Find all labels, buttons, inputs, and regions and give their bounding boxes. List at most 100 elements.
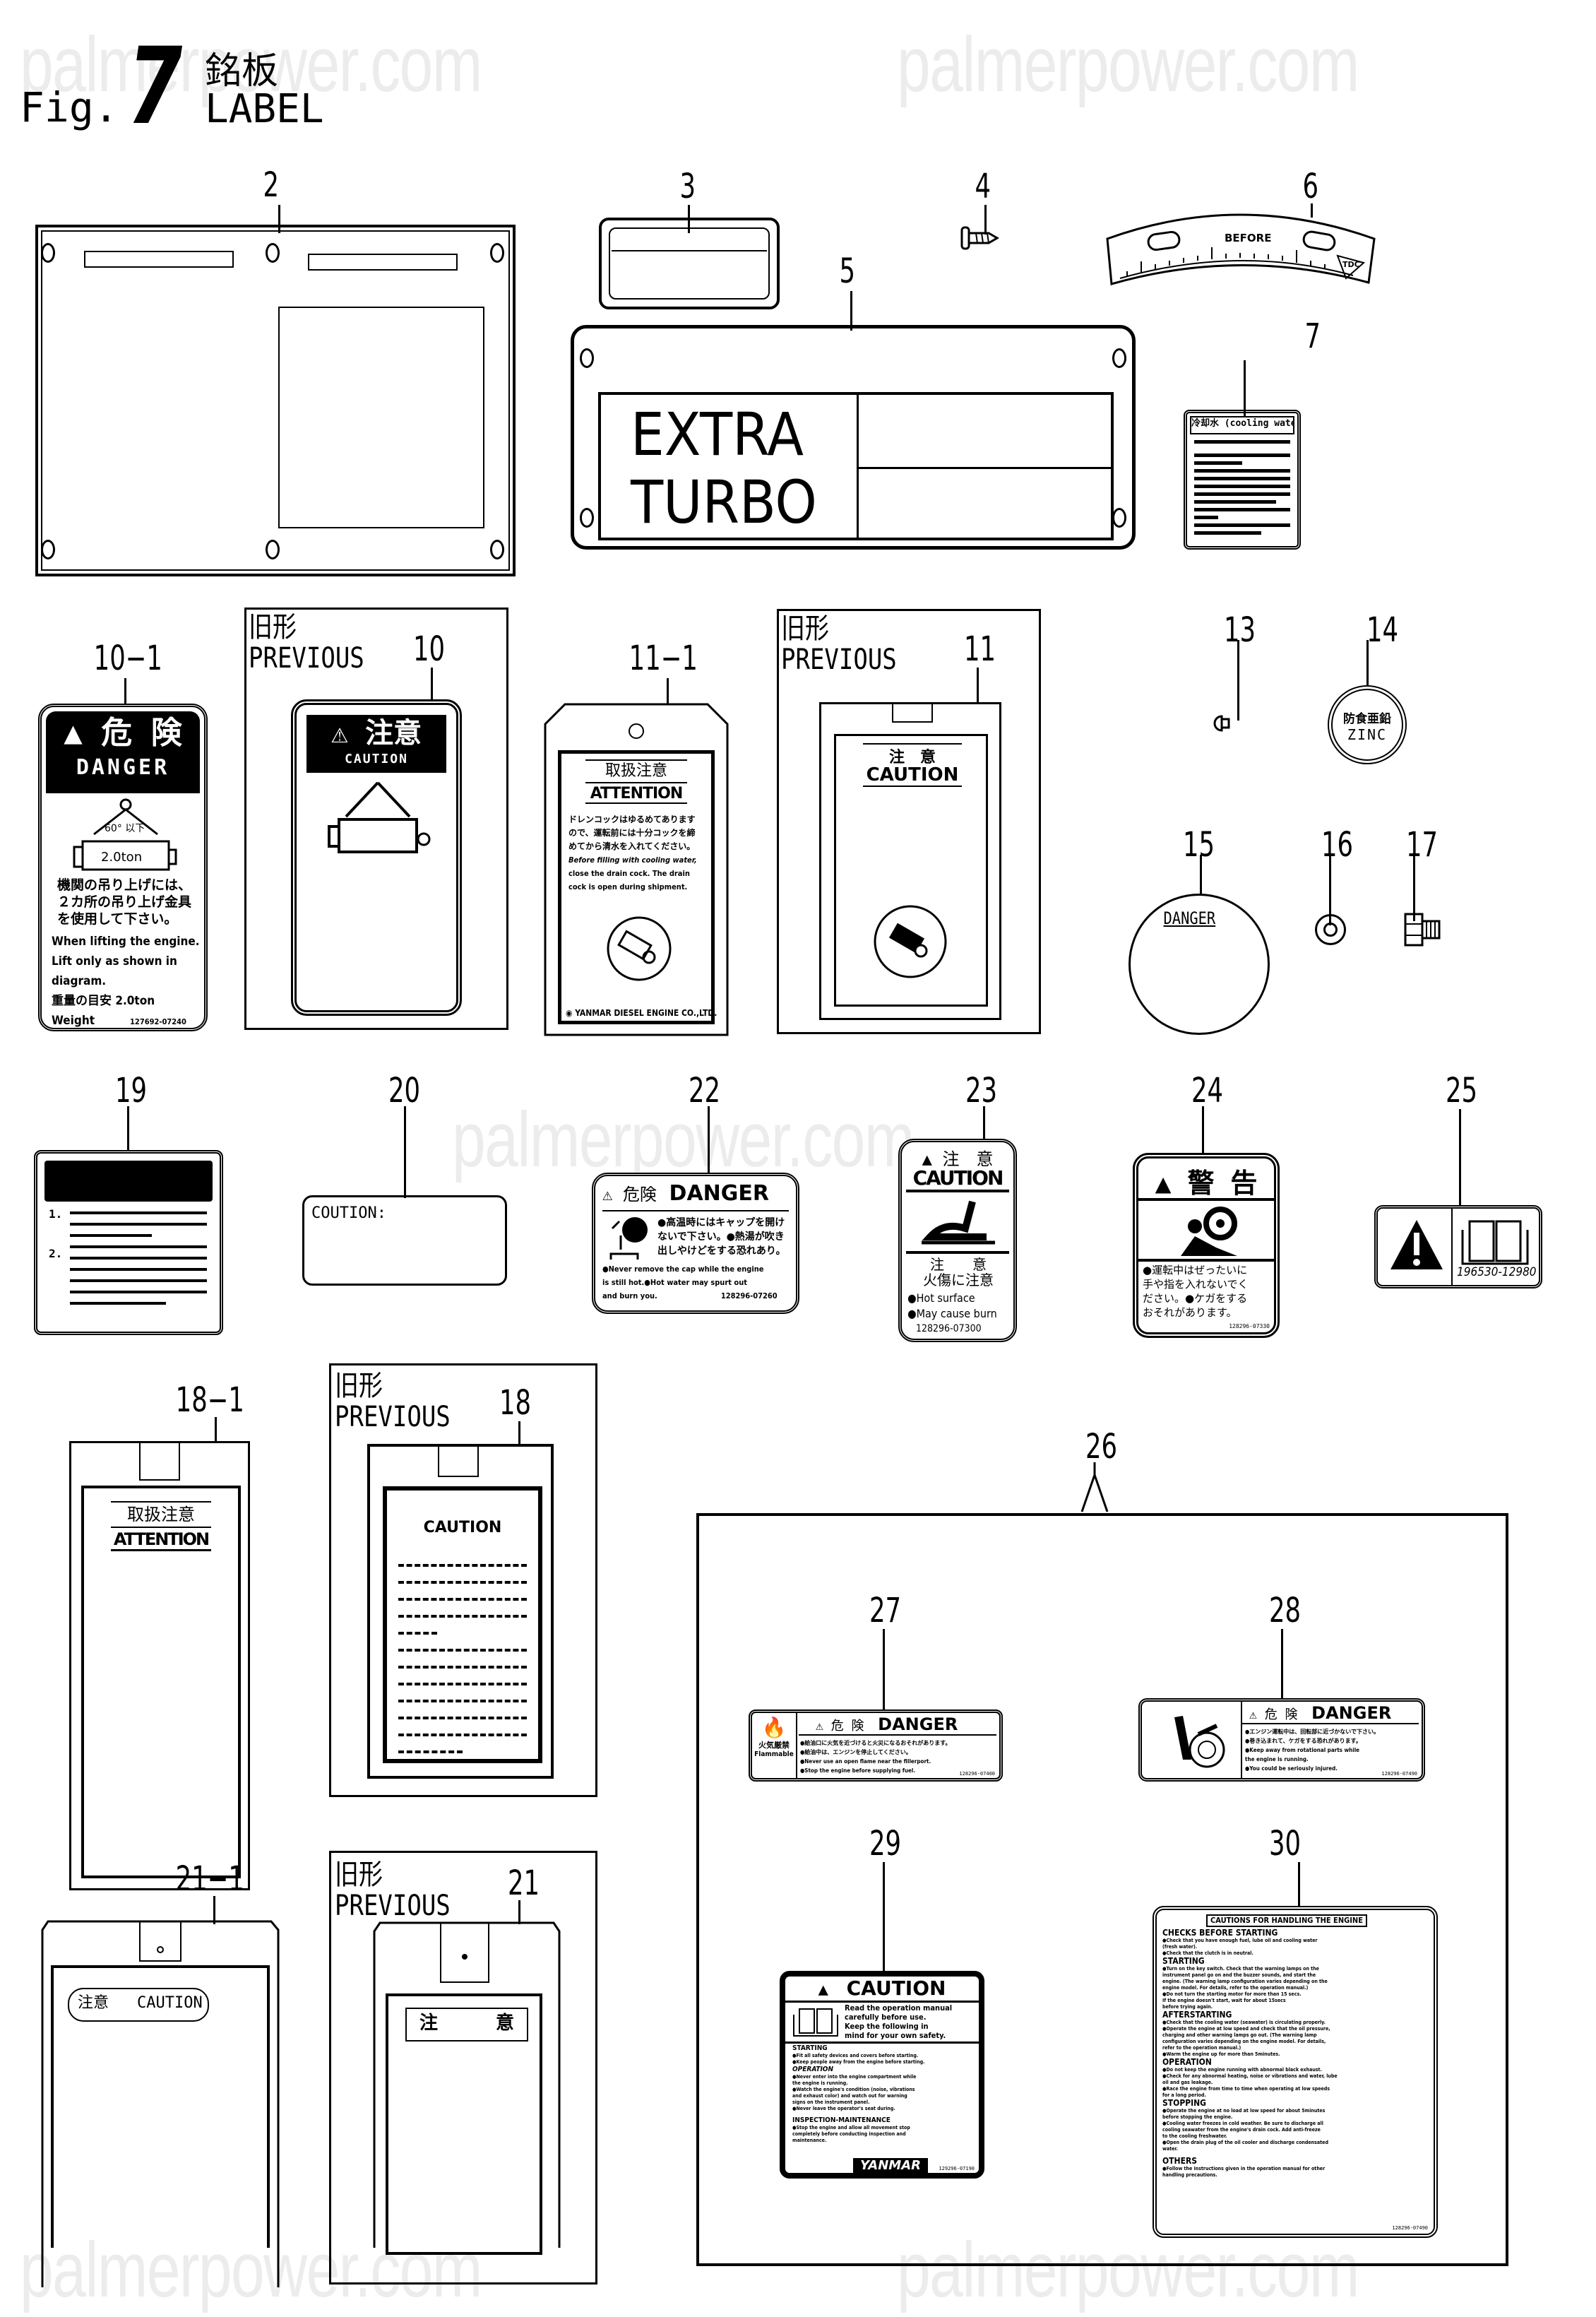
- callout-4[interactable]: 4: [975, 167, 991, 206]
- caution-label-18: CAUTION: [383, 1486, 542, 1763]
- plug-bolt-icon: [1404, 913, 1441, 947]
- watermark: palmerpower.com: [20, 2227, 482, 2313]
- svg-text:60° 以下: 60° 以下: [105, 823, 145, 834]
- washer-icon: [1315, 914, 1346, 945]
- danger-label-22: ⚠ 危険 DANGER ●高温時にはキャップを開けないで下さい。●熱湯が吹き出し…: [592, 1173, 799, 1314]
- plate-text-turbo: TURBO: [631, 468, 817, 537]
- callout-5[interactable]: 5: [839, 251, 855, 291]
- plate-text-extra: EXTRA: [631, 400, 804, 469]
- plate-2: [35, 225, 516, 576]
- callout-16[interactable]: 16: [1321, 825, 1353, 865]
- callout-14[interactable]: 14: [1366, 610, 1398, 650]
- callout-15[interactable]: 15: [1182, 825, 1215, 865]
- danger-label-28: ⚠ 危 険 DANGER ●エンジン運転中は、回転部に近づかないで下さい。●巻き…: [1138, 1698, 1425, 1782]
- callout-29[interactable]: 29: [869, 1824, 901, 1863]
- tag-outline: CAUTION: [367, 1444, 554, 1779]
- timing-scale-6: TDC BEFORE: [1106, 213, 1376, 285]
- title-en: LABEL: [205, 86, 324, 132]
- previous-frame: [329, 1363, 597, 1797]
- callout-28[interactable]: 28: [1268, 1591, 1301, 1630]
- engine-lift-icon: 60° 以下 2.0ton: [73, 798, 177, 871]
- maker-name: ◉ YANMAR DIESEL ENGINE CO.,LTD.: [566, 1008, 717, 1018]
- callout-22[interactable]: 22: [688, 1071, 720, 1110]
- callout-30[interactable]: 30: [1268, 1824, 1301, 1863]
- brand-logo: YANMAR: [853, 2158, 929, 2173]
- hot-surface-icon: [922, 1200, 995, 1245]
- callout-6[interactable]: 6: [1302, 167, 1318, 206]
- hot-water-icon: [609, 1217, 648, 1260]
- watermark: palmerpower.com: [897, 2227, 1359, 2313]
- tdc-mark: TDC: [1342, 260, 1360, 269]
- danger-title-jp: ▲ 危 険: [64, 715, 182, 751]
- callout-19[interactable]: 19: [114, 1071, 147, 1110]
- blank-caution-label-20: COUTION:: [302, 1195, 507, 1286]
- previous-frame: [329, 1851, 597, 2285]
- flame-icon: 🔥: [761, 1716, 787, 1739]
- caution-label-23: ▲ 注 意 CAUTION 注 意火傷に注意 ●Hot surface●May …: [898, 1139, 1017, 1342]
- book-icon: [793, 2008, 838, 2037]
- part-number: 127692-07240: [130, 1017, 186, 1026]
- tag-outline: 注 意 CAUTION: [819, 702, 1001, 1020]
- drain-cock-icon: [607, 916, 672, 981]
- danger-disc-15: DANGER: [1128, 894, 1270, 1035]
- zinc-label-14: 防食亜鉛 ZINC: [1328, 685, 1407, 764]
- tag-outline: [373, 1921, 561, 2248]
- callout-21[interactable]: 21: [507, 1863, 540, 1903]
- callout-7[interactable]: 7: [1304, 316, 1321, 356]
- attention-label-11-1: 取扱注意 ATTENTION ドレンコックはゆるめてありますので、運転前には十分…: [558, 750, 717, 1024]
- callout-10[interactable]: 10: [412, 629, 445, 669]
- callout-27[interactable]: 27: [869, 1591, 901, 1630]
- callout-17[interactable]: 17: [1405, 825, 1438, 865]
- caution-label-11: 注 意 CAUTION: [834, 734, 988, 1007]
- callout-18-1[interactable]: 18−1: [175, 1380, 244, 1420]
- tag-outline: [41, 1920, 280, 2287]
- screw-icon: [960, 226, 999, 250]
- drain-cock-icon: [874, 905, 947, 978]
- caution-label-10: ⚠ 注意 CAUTION: [291, 699, 462, 1016]
- callout-26[interactable]: 26: [1085, 1427, 1117, 1466]
- callout-3[interactable]: 3: [679, 167, 696, 206]
- callout-11[interactable]: 11: [963, 629, 996, 669]
- plate-5: EXTRA TURBO: [571, 325, 1136, 550]
- leader-line: [278, 205, 280, 233]
- attention-label-18-1: 取扱注意 ATTENTION: [81, 1486, 241, 1878]
- warning-label-24: ▲ 警 告 ●運転中はぜったいに手や指を入れないでください。●ケガをするおそれが…: [1133, 1153, 1280, 1338]
- danger-title-en: DANGER: [76, 755, 170, 780]
- book-icon: [1461, 1220, 1529, 1265]
- watermark: palmerpower.com: [20, 21, 482, 108]
- callout-10-1[interactable]: 10−1: [93, 639, 162, 678]
- callout-13[interactable]: 13: [1223, 610, 1256, 650]
- danger-label-27: 🔥 火気厳禁 Flammable ⚠ 危 険 DANGER ●給油口に火気を近づ…: [749, 1709, 1003, 1782]
- callout-11-1[interactable]: 11−1: [629, 639, 698, 678]
- callout-25[interactable]: 25: [1445, 1071, 1477, 1110]
- read-manual-label-25: 196530-12980: [1374, 1205, 1542, 1288]
- callout-18[interactable]: 18: [499, 1383, 531, 1423]
- engine-lift-icon: [328, 781, 431, 853]
- svg-text:2.0ton: 2.0ton: [101, 850, 142, 865]
- rivet-icon: [1213, 715, 1230, 732]
- callout-24[interactable]: 24: [1191, 1071, 1223, 1110]
- kit-frame: [696, 1513, 1508, 2266]
- caution-label-21: 注意: [386, 1993, 542, 2255]
- callout-2[interactable]: 2: [263, 165, 279, 205]
- label-jp-text: 機関の吊り上げには、２カ所の吊り上げ金具を使用して下さい。: [57, 877, 192, 927]
- entanglement-icon: [1181, 1207, 1237, 1256]
- title-jp: 銘板: [205, 50, 279, 93]
- rotating-parts-icon: [1150, 1716, 1225, 1768]
- engine-handling-body: CHECKS BEFORE STARTING ●Check that you h…: [1162, 1928, 1338, 2179]
- previous-frame: [777, 609, 1041, 1034]
- callout-21-1[interactable]: 21−1: [175, 1859, 244, 1899]
- label-en-text: When lifting the engine.Lift only as sho…: [52, 935, 200, 1028]
- callout-23[interactable]: 23: [965, 1071, 997, 1110]
- label-7-header: 冷却水 (cooling water): [1190, 416, 1294, 434]
- callout-20[interactable]: 20: [388, 1071, 420, 1110]
- watermark: palmerpower.com: [897, 21, 1359, 108]
- tag-outline: [544, 703, 729, 1036]
- fig-number: 7: [127, 25, 183, 148]
